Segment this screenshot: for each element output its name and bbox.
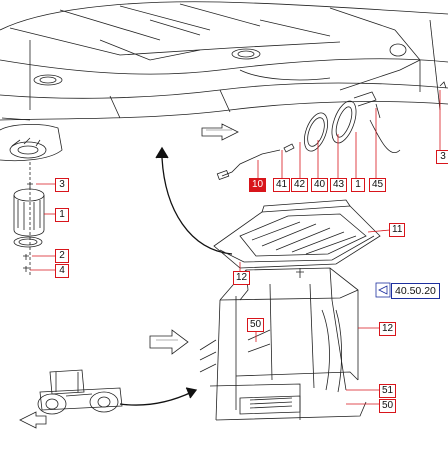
- callout-3-left: 3: [55, 178, 69, 192]
- reference-arrow-icon: [375, 282, 391, 298]
- roof-hatch: [213, 199, 391, 278]
- callout-50-lower: 50: [379, 399, 397, 413]
- callout-51: 51: [379, 384, 397, 398]
- callout-45: 45: [369, 178, 387, 192]
- callout-12-upper: 12: [233, 271, 251, 285]
- seal-parts: [216, 90, 441, 181]
- right-edge-part: [439, 81, 447, 89]
- callout-4-left: 4: [55, 264, 69, 278]
- callout-50-upper: 50: [247, 318, 265, 332]
- callout-10: 10: [249, 178, 267, 192]
- callout-1-top: 1: [351, 178, 365, 192]
- reference-box[interactable]: 40.50.20: [391, 283, 440, 299]
- callout-43: 43: [330, 178, 348, 192]
- roller-machine: [37, 369, 123, 415]
- callout-2-left: 2: [55, 249, 69, 263]
- cab-frame: [199, 267, 380, 421]
- callout-40: 40: [311, 178, 329, 192]
- callout-41: 41: [273, 178, 291, 192]
- callout-12-right: 12: [379, 322, 397, 336]
- flow-arrows: [119, 146, 233, 406]
- callout-1-left: 1: [55, 208, 69, 222]
- roof-panel: [0, 1, 448, 162]
- left-exploded-parts: [13, 162, 55, 276]
- callout-3-right: 3: [436, 150, 448, 164]
- callout-42: 42: [291, 178, 309, 192]
- direction-arrows: [19, 123, 239, 429]
- callout-11: 11: [389, 223, 406, 237]
